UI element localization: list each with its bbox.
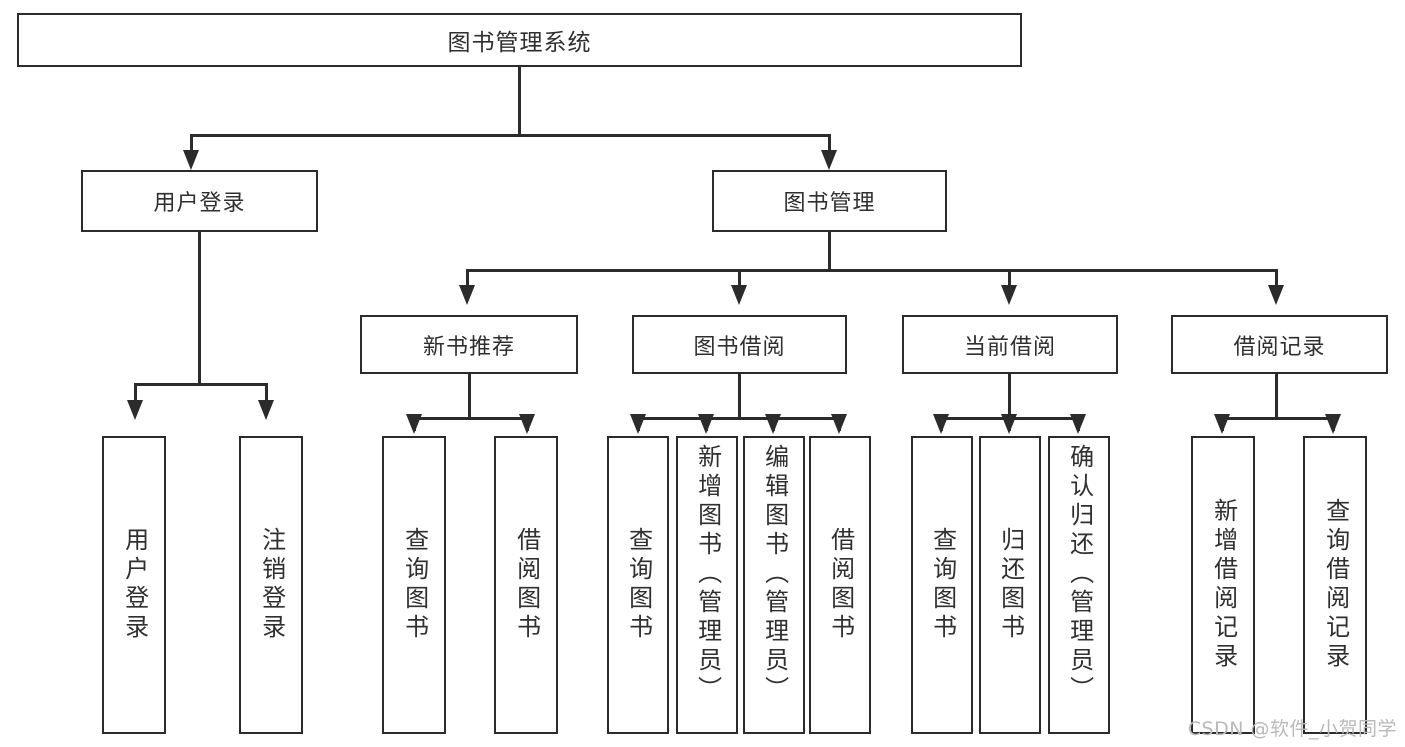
connector-new-book-bar (413, 417, 529, 420)
leaf-label: 注销登录 (257, 527, 286, 643)
leaf-borrow-book[interactable]: 借阅图书 (809, 436, 871, 734)
connector-level2-bar (466, 269, 1278, 272)
node-book-management[interactable]: 图书管理 (712, 170, 947, 232)
arrowhead-leaf-user-login-2 (258, 400, 274, 420)
leaf-confirm-return-admin[interactable]: 确认归还（管理员） (1048, 436, 1110, 734)
connector-drop-borrow-record (1275, 269, 1278, 291)
connector-root-stem (518, 67, 521, 135)
node-label: 用户登录 (153, 191, 246, 216)
node-label: 图书借阅 (693, 334, 786, 360)
leaf-borrow-book-recommend[interactable]: 借阅图书 (494, 436, 558, 734)
leaf-label: 借阅图书 (826, 527, 855, 643)
leaf-label: 查询图书 (400, 527, 429, 643)
connector-drop-book-borrow (738, 269, 741, 291)
leaf-label: 新增借阅记录 (1209, 498, 1238, 672)
leaf-query-book-borrow[interactable]: 查询图书 (607, 436, 669, 734)
node-current-borrow[interactable]: 当前借阅 (902, 315, 1118, 374)
connector-user-login-stem (198, 232, 201, 384)
node-new-book-recommend[interactable]: 新书推荐 (360, 315, 578, 374)
connector-new-book-stem (468, 374, 471, 418)
leaf-label: 新增图书（管理员） (693, 444, 722, 705)
leaf-query-book-recommend[interactable]: 查询图书 (382, 436, 446, 734)
arrowhead-leaf-newbook-1 (406, 414, 422, 434)
leaf-label: 查询图书 (928, 527, 957, 643)
arrowhead-new-book (459, 285, 475, 305)
node-book-borrow[interactable]: 图书借阅 (632, 315, 847, 374)
connector-borrow-record-stem (1275, 374, 1278, 418)
connector-drop-leaf-user-login-1 (134, 383, 137, 405)
arrowhead-leaf-current-2 (1001, 414, 1017, 434)
arrowhead-leaf-borrow-4 (831, 414, 847, 434)
leaf-query-book-current[interactable]: 查询图书 (911, 436, 973, 734)
leaf-return-book[interactable]: 归还图书 (979, 436, 1041, 734)
connector-book-borrow-stem (738, 374, 741, 418)
node-label: 借阅记录 (1233, 334, 1326, 360)
arrowhead-leaf-current-1 (933, 414, 949, 434)
arrowhead-leaf-user-login-1 (127, 400, 143, 420)
leaf-edit-book-admin[interactable]: 编辑图书（管理员） (743, 436, 805, 734)
arrowhead-book-borrow (731, 285, 747, 305)
node-label: 新书推荐 (422, 334, 515, 360)
leaf-query-borrow-record[interactable]: 查询借阅记录 (1303, 436, 1367, 734)
arrowhead-leaf-borrow-2 (698, 414, 714, 434)
arrowhead-leaf-borrow-3 (765, 414, 781, 434)
connector-drop-user-login (190, 134, 193, 156)
arrowhead-leaf-newbook-2 (519, 414, 535, 434)
connector-book-management-stem (828, 232, 831, 272)
leaf-user-login[interactable]: 用户登录 (102, 436, 166, 734)
connector-current-borrow-stem (1008, 374, 1011, 418)
node-label: 图书管理系统 (447, 30, 592, 56)
connector-user-login-bar (134, 383, 268, 386)
connector-drop-book-management (828, 134, 831, 156)
arrowhead-leaf-record-2 (1325, 414, 1341, 434)
connector-drop-current-borrow (1008, 269, 1011, 291)
node-borrow-record[interactable]: 借阅记录 (1171, 315, 1388, 374)
node-label: 图书管理 (783, 191, 876, 216)
leaf-label: 用户登录 (120, 527, 149, 643)
leaf-add-book-admin[interactable]: 新增图书（管理员） (676, 436, 738, 734)
leaf-label: 归还图书 (996, 527, 1025, 643)
leaf-label: 查询借阅记录 (1321, 498, 1350, 672)
arrowhead-leaf-borrow-1 (630, 414, 646, 434)
connector-borrow-record-bar (1221, 417, 1335, 420)
leaf-logout[interactable]: 注销登录 (239, 436, 303, 734)
leaf-label: 编辑图书（管理员） (760, 444, 789, 705)
connector-level1-bar (190, 134, 831, 137)
arrowhead-book-management (821, 150, 837, 170)
node-root-book-management-system[interactable]: 图书管理系统 (17, 13, 1022, 67)
leaf-label: 查询图书 (624, 527, 653, 643)
leaf-add-borrow-record[interactable]: 新增借阅记录 (1191, 436, 1255, 734)
arrowhead-leaf-current-3 (1070, 414, 1086, 434)
connector-drop-leaf-user-login-2 (265, 383, 268, 405)
arrowhead-user-login (183, 150, 199, 170)
leaf-label: 借阅图书 (512, 527, 541, 643)
node-label: 当前借阅 (963, 334, 1056, 360)
connector-book-borrow-bar (637, 417, 840, 420)
node-user-login[interactable]: 用户登录 (81, 170, 318, 232)
arrowhead-leaf-record-1 (1214, 414, 1230, 434)
arrowhead-current-borrow (1001, 285, 1017, 305)
leaf-label: 确认归还（管理员） (1065, 444, 1094, 705)
arrowhead-borrow-record (1268, 285, 1284, 305)
connector-drop-new-book (466, 269, 469, 291)
